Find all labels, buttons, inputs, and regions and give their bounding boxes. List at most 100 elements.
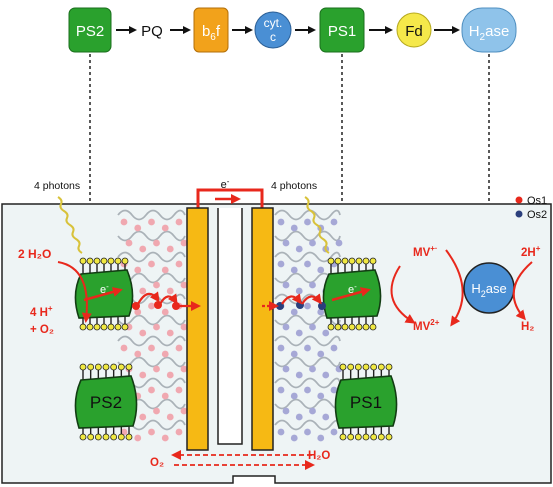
os1-redox-dot [148, 386, 155, 394]
os2-redox-dot [309, 239, 316, 247]
os2-redox-dot [335, 239, 343, 247]
os1-redox-dot [175, 344, 183, 352]
cyt-c-label-2: c [270, 30, 276, 44]
h2ase-box [461, 7, 517, 53]
electron-transfer-left [137, 291, 201, 311]
os1-redox-dot [153, 239, 160, 247]
os1-redox-dot [161, 266, 169, 274]
legend-os1-dot [515, 196, 523, 204]
os1-redox-dot [134, 308, 142, 316]
ps1-box-label: PS1 [328, 23, 356, 40]
os2-redox-dot [317, 434, 325, 442]
ps1-complex-active: e- [322, 257, 382, 331]
hydrogen-label: H₂ [521, 321, 534, 333]
os2-redox-dot [282, 407, 290, 415]
os2-redox-dot [317, 266, 325, 274]
oxygen-label: + O₂ [30, 324, 54, 336]
os2-redox-dot [290, 266, 298, 274]
os2-redox-dot [309, 407, 316, 415]
os1-redox-dot [166, 245, 174, 253]
os1-redox-dot [180, 407, 188, 415]
os1-redox-dot [139, 329, 147, 337]
os1-redox-dot [134, 266, 142, 274]
os1-redox-dot [153, 323, 160, 331]
polymer-strand [117, 209, 186, 221]
b6f-box-label: b6f [202, 23, 221, 43]
os1-redox-dot [175, 218, 183, 226]
protons-right-label: 2H+ [521, 244, 541, 259]
ps2-complex-label: PS2 [90, 393, 122, 412]
cell-container [1, 203, 552, 484]
os2-redox-dot [295, 245, 303, 253]
os1-redox-dot [148, 302, 155, 310]
bottom-oxygen-label: O₂ [150, 457, 164, 469]
legend: Os1 Os2 [515, 195, 547, 221]
polymer-strand [274, 251, 341, 263]
circuit-electron-label: e- [221, 177, 230, 191]
transport-chain: PS2 PQ b6f cyt. c PS1 Fd H2ase [68, 7, 517, 53]
os1-redox-dot [161, 392, 169, 400]
os2-redox-dot [295, 287, 303, 295]
photons-right: 4 photons [271, 180, 330, 254]
polymer-strand [117, 314, 186, 326]
polymer-strand [274, 230, 341, 242]
os1-redox-dot [125, 239, 133, 247]
dashed-connectors [89, 54, 490, 203]
os1-redox-dot [134, 224, 142, 232]
polymer-strand [274, 356, 341, 368]
os2-hydrogel [274, 209, 343, 442]
os1-redox-dot [161, 308, 169, 316]
os2-redox-dot [304, 344, 311, 352]
mv-oxidized-label: MV2+ [413, 318, 440, 333]
os2-redox-dot [330, 218, 338, 226]
os2-redox-dot [295, 413, 303, 421]
ps2-complex-active: e- [74, 257, 134, 331]
water-oxidation: 2 H₂O 4 H+ + O₂ [18, 247, 92, 336]
b6f-box [193, 7, 229, 53]
electron-transfer-right [262, 293, 322, 311]
os1-redox-dot [120, 344, 128, 352]
fd-label: Fd [405, 23, 423, 40]
ps2-electron-label: e- [100, 282, 109, 296]
os2-redox-dot [282, 239, 290, 247]
photon-wave-left-icon [57, 196, 83, 254]
os2-redox-dot [295, 371, 303, 379]
os1-redox-dot [180, 323, 188, 331]
os1-redox-dot [153, 365, 160, 373]
legend-os2-label: Os2 [527, 209, 547, 221]
bottom-water-label: H₂O [308, 450, 330, 462]
os2-redox-dot [290, 308, 298, 316]
os2-redox-dot [277, 428, 285, 436]
left-electrode [186, 207, 209, 451]
os1-redox-dot [148, 260, 155, 268]
ps1-box [319, 7, 365, 53]
h2ase-box-label: H2ase [469, 23, 510, 43]
os2-redox-dot [277, 344, 285, 352]
external-circuit: e- [196, 177, 264, 208]
os2-redox-dot [309, 323, 316, 331]
polymer-strand [117, 356, 186, 368]
os1-redox-dot [134, 350, 142, 358]
polymer-strand [117, 230, 186, 242]
os2-redox-dot [330, 344, 338, 352]
os2-redox-dot [290, 350, 298, 358]
mv-reduced-label: MV+· [413, 244, 438, 259]
os1-redox-dot [161, 224, 169, 232]
os2-redox-dot [317, 392, 325, 400]
os1-redox-dot [139, 371, 147, 379]
os1-redox-dot [148, 218, 155, 226]
os2-redox-dot [330, 386, 338, 394]
os2-redox-dot [322, 371, 330, 379]
os2-redox-dot [282, 281, 290, 289]
polymer-strand [274, 335, 341, 347]
os2-redox-dot [330, 428, 338, 436]
fd-circle [396, 12, 432, 48]
right-electrode [251, 207, 274, 451]
cyt-c-label-1: cyt. [264, 16, 283, 30]
os1-redox-dot [148, 428, 155, 436]
os1-redox-dot [120, 218, 128, 226]
os1-redox-dot [180, 281, 188, 289]
os2-redox-dot [304, 386, 311, 394]
os2-redox-dot [290, 434, 298, 442]
os1-redox-dot [166, 413, 174, 421]
